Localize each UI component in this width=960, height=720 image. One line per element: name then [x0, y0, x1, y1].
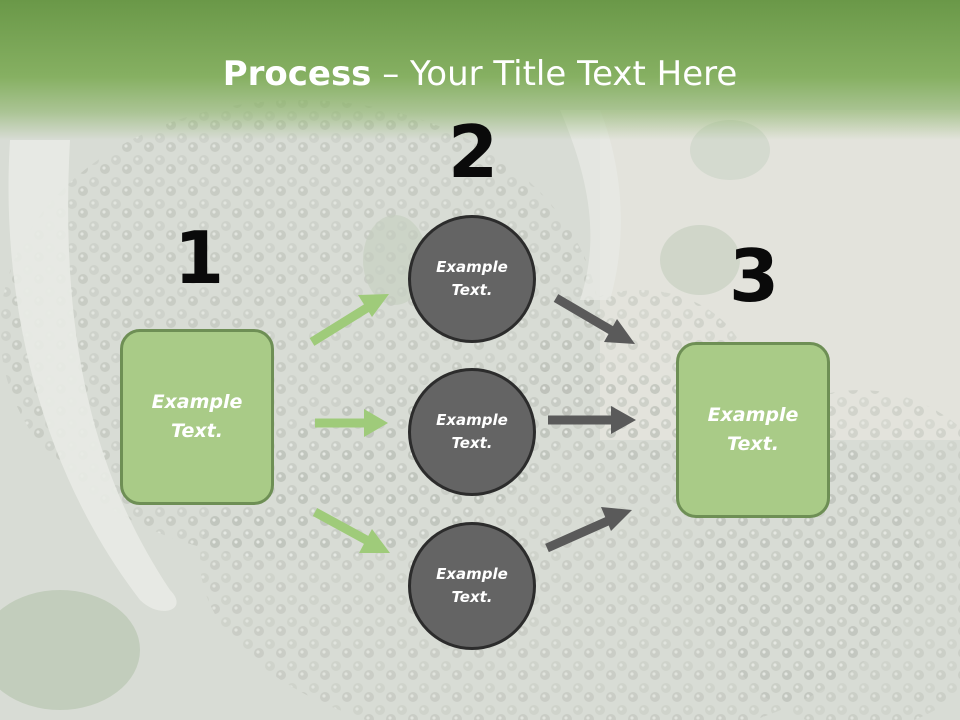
arrow-gray-down: [553, 294, 635, 344]
left-box-line-2: Text.: [171, 420, 223, 442]
arrow-gray-mid: [548, 406, 636, 434]
step-number-2: 2: [447, 110, 499, 194]
arrow-green-down: [312, 508, 390, 553]
arrow-green-mid: [315, 409, 388, 437]
step-number-1: 1: [173, 216, 225, 300]
right-box-line-1: Example: [707, 404, 799, 426]
circle-bottom-line-2: Text.: [451, 588, 493, 606]
page-title: Process – Your Title Text Here: [0, 52, 960, 96]
header-banner: [0, 0, 960, 140]
arrow-gray-up: [545, 507, 632, 553]
circle-top-line-2: Text.: [451, 281, 493, 299]
circle-top-line-1: Example: [436, 258, 508, 276]
step-number-3: 3: [728, 234, 780, 318]
arrow-green-up: [309, 294, 389, 346]
right-box-line-2: Text.: [727, 433, 779, 455]
circle-middle-line-1: Example: [436, 411, 508, 429]
title-rest: – Your Title Text Here: [371, 54, 738, 94]
title-bold: Process: [222, 54, 372, 94]
left-box-line-1: Example: [151, 391, 243, 413]
circle-middle-line-2: Text.: [451, 434, 493, 452]
circle-bottom-line-1: Example: [436, 565, 508, 583]
